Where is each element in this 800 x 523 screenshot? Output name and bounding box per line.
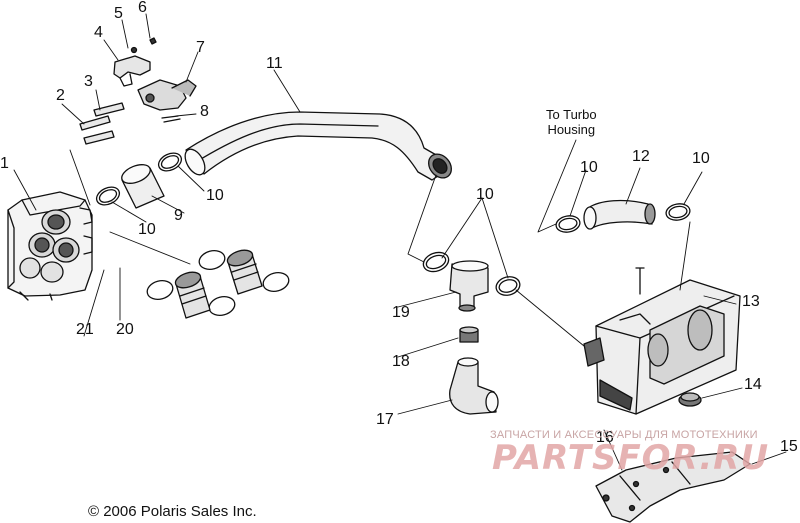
sensor-bracket <box>113 37 197 123</box>
callout-8: 8 <box>200 103 209 120</box>
intake-boots <box>174 249 263 319</box>
callout-18: 18 <box>392 353 410 370</box>
callout-1: 1 <box>0 155 9 172</box>
airbox-housing <box>7 191 93 301</box>
callout-20: 20 <box>116 321 134 338</box>
t-fitting <box>449 260 489 312</box>
watermark-logo: PARTSFOR.RU <box>492 438 770 478</box>
copyright-text: © 2006 Polaris Sales Inc. <box>88 503 257 520</box>
mounting-bracket <box>595 451 751 523</box>
sleeve-parts <box>79 102 125 145</box>
callout-10-right-b: 10 <box>692 150 710 167</box>
grommet <box>678 392 702 407</box>
callout-6: 6 <box>138 0 147 16</box>
callout-13: 13 <box>742 293 760 310</box>
callout-17: 17 <box>376 411 394 428</box>
callout-19: 19 <box>392 304 410 321</box>
small-coupler <box>459 326 479 343</box>
coupler-tube <box>121 164 165 209</box>
turbo-housing-note: To Turbo Housing <box>546 107 597 138</box>
callout-4: 4 <box>94 24 103 41</box>
intake-hose <box>184 111 452 181</box>
short-hose <box>583 199 656 230</box>
callout-11: 11 <box>266 55 283 72</box>
callout-16: 16 <box>596 429 614 446</box>
watermark-tagline: ЗАПЧАСТИ И АКСЕССУАРЫ ДЛЯ МОТОТЕХНИКИ <box>490 429 758 441</box>
intercooler <box>583 267 741 415</box>
callout-7: 7 <box>196 39 205 56</box>
callout-10-top: 10 <box>206 187 224 204</box>
callout-3: 3 <box>84 73 93 90</box>
callout-10-center: 10 <box>476 186 494 203</box>
callout-21: 21 <box>76 321 94 338</box>
callout-12: 12 <box>632 148 650 165</box>
callout-10-right-a: 10 <box>580 159 598 176</box>
leader-lines <box>13 13 787 471</box>
turbo-housing-note-line1: To Turbo <box>546 107 597 122</box>
callout-15: 15 <box>780 438 798 455</box>
callout-10-left: 10 <box>138 221 156 238</box>
callout-9: 9 <box>174 207 183 224</box>
turbo-housing-note-line2: Housing <box>547 121 596 137</box>
elbow-fitting <box>449 357 499 415</box>
callout-14: 14 <box>744 376 762 393</box>
callout-2: 2 <box>56 87 65 104</box>
callout-5: 5 <box>114 5 123 22</box>
